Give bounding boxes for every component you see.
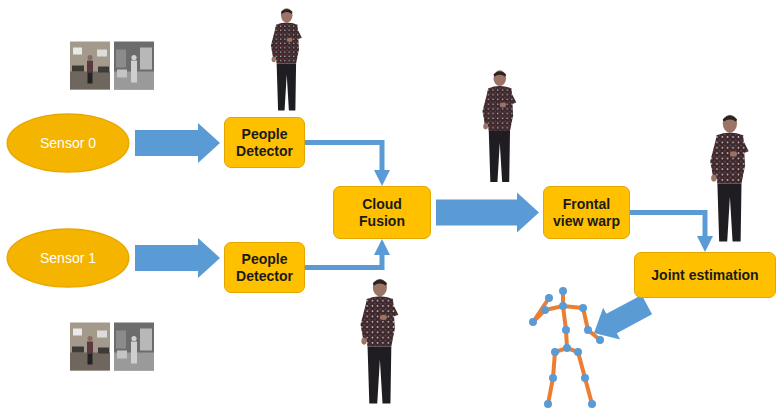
sensor-thumbnails-top	[70, 42, 154, 90]
depth-image	[114, 42, 154, 90]
flow-arrow	[630, 213, 705, 245]
node-text: People Detector	[233, 251, 296, 283]
node-text: Sensor 1	[40, 250, 96, 266]
joint	[563, 344, 571, 352]
joint	[584, 326, 592, 334]
depth-image	[114, 323, 154, 371]
joint	[588, 400, 596, 408]
color-image	[70, 323, 110, 371]
joint	[551, 348, 559, 356]
joint	[544, 400, 552, 408]
skeleton	[533, 291, 600, 404]
node-text: People Detector	[233, 126, 296, 158]
joint	[579, 304, 587, 312]
process-box: People Detector	[224, 242, 305, 293]
node-text: Joint estimation	[651, 267, 758, 283]
flow-arrow	[305, 143, 382, 179]
color-image	[70, 42, 110, 90]
point-cloud-figure	[482, 70, 516, 182]
process-box: Frontal view warp	[543, 186, 630, 239]
joint	[549, 374, 557, 382]
ellipse-shape	[7, 229, 129, 287]
sensor-ellipse: Sensor 1	[6, 228, 130, 288]
process-box: Cloud Fusion	[333, 186, 431, 239]
joint	[541, 306, 549, 314]
node-text: Frontal view warp	[550, 196, 623, 228]
flow-arrow	[305, 247, 382, 268]
block-arrow	[436, 193, 539, 233]
skeleton-joints	[529, 287, 604, 408]
node-text: Cloud Fusion	[346, 196, 418, 228]
point-cloud-figure	[271, 8, 302, 110]
point-cloud-figure	[710, 115, 748, 242]
joint	[562, 326, 570, 334]
sensor-thumbnails-bottom	[70, 323, 154, 371]
node-text: Sensor 0	[40, 135, 96, 151]
ellipse-shape	[7, 114, 129, 172]
block-arrow	[135, 238, 220, 278]
sensor-ellipse: Sensor 0	[6, 113, 130, 173]
joint	[581, 374, 589, 382]
bone	[583, 308, 600, 340]
joint	[559, 287, 567, 295]
process-box: Joint estimation	[634, 252, 776, 298]
joint	[529, 318, 537, 326]
joint	[559, 302, 567, 310]
bone	[533, 298, 549, 322]
joint	[545, 294, 553, 302]
joint	[574, 348, 582, 356]
block-arrow	[135, 123, 220, 163]
bone	[578, 352, 592, 404]
point-cloud-figure	[361, 279, 399, 404]
process-box: People Detector	[224, 117, 305, 168]
joint	[596, 336, 604, 344]
